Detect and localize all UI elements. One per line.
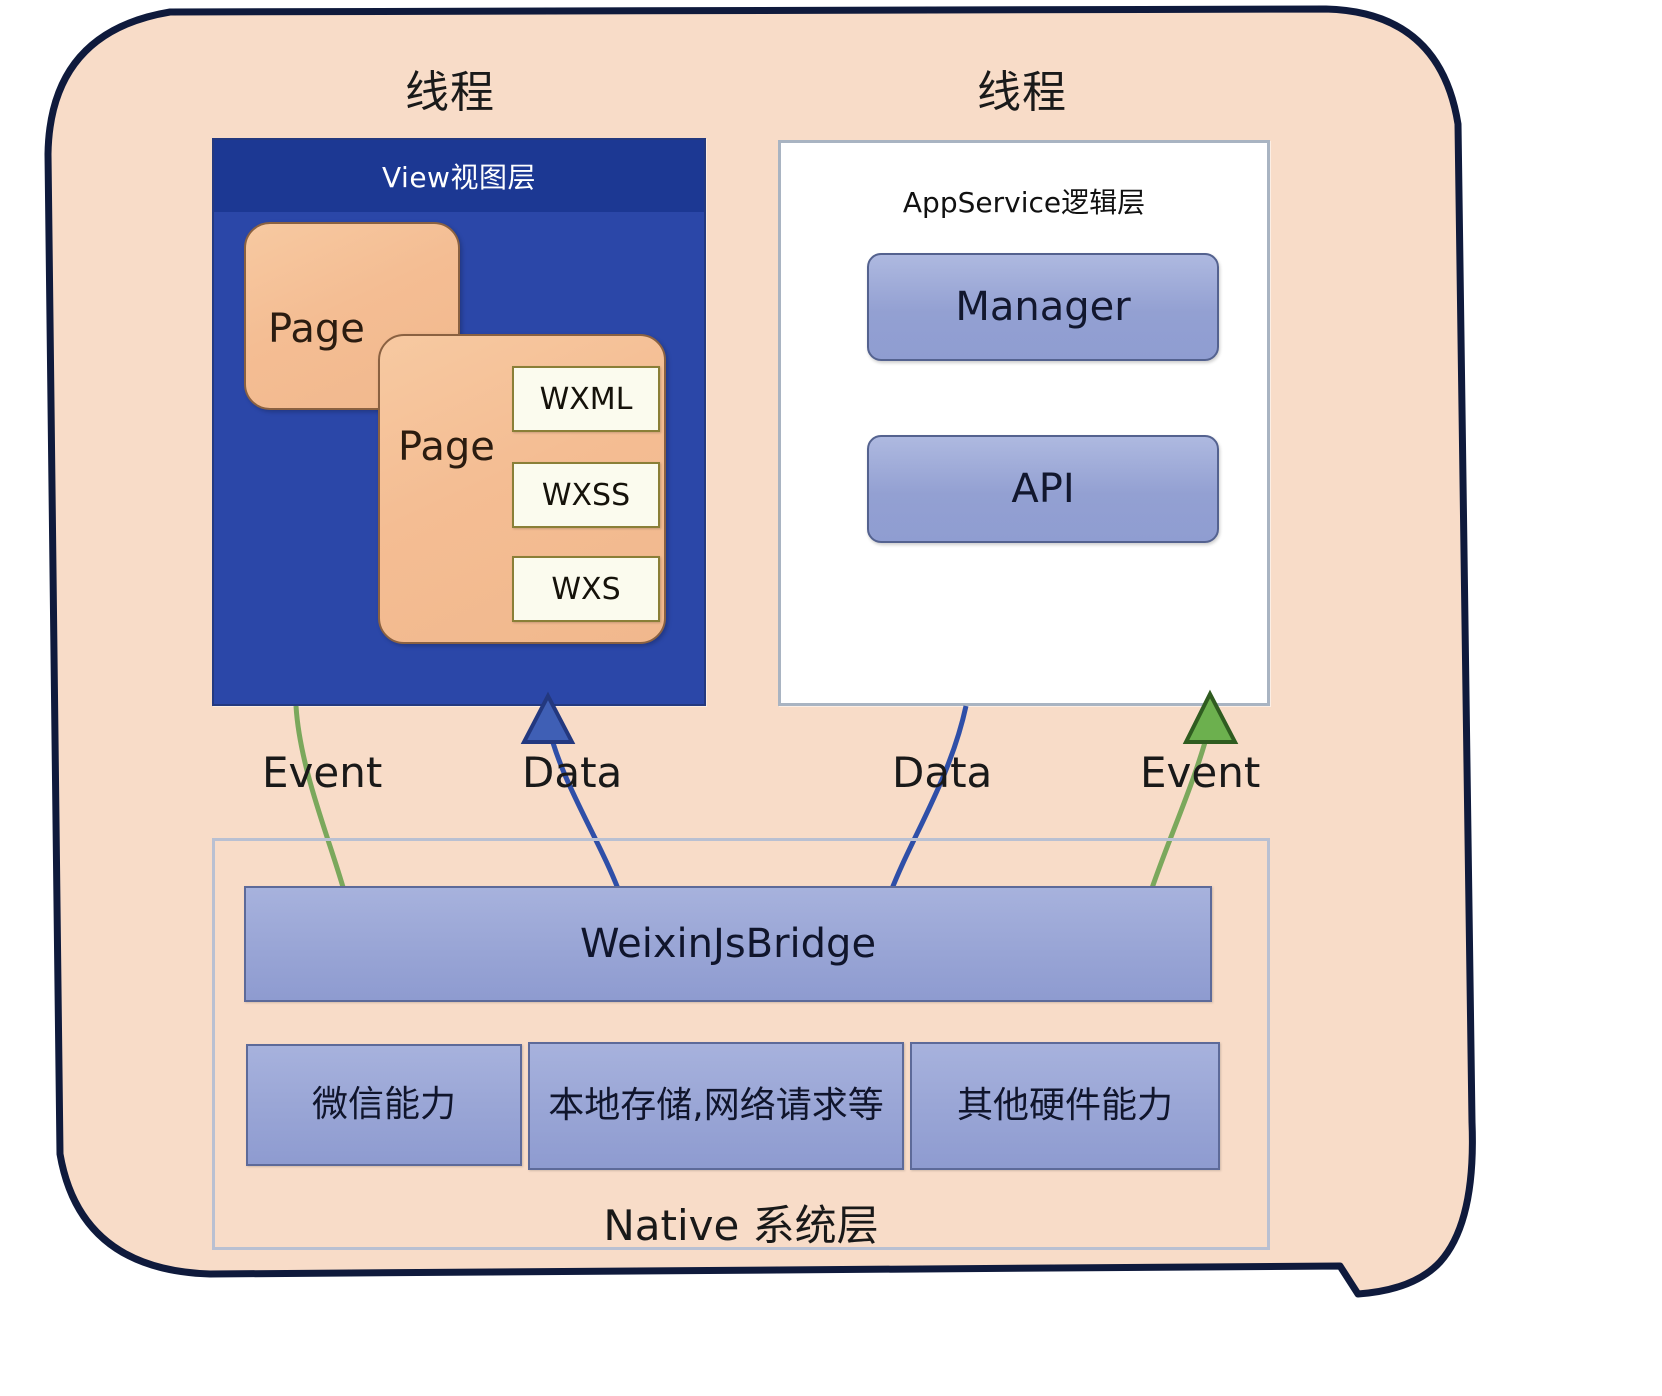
- native-layer-caption: Native 系统层: [603, 1201, 879, 1250]
- page-card-back-label: Page: [268, 306, 365, 352]
- thread-label-service: 线程: [977, 67, 1067, 118]
- capability-box-other-hardware[interactable]: 其他硬件能力: [910, 1042, 1220, 1170]
- appservice-layer-panel: AppService逻辑层 Manager API: [778, 140, 1270, 706]
- view-layer-title: View视图层: [382, 161, 536, 194]
- connector-label-data-right: Data: [892, 748, 993, 797]
- manager-box[interactable]: Manager: [867, 253, 1219, 361]
- native-layer-panel: [212, 838, 1270, 1250]
- page-card-back[interactable]: Page: [244, 222, 460, 410]
- weixinjsbridge-box[interactable]: WeixinJsBridge: [244, 886, 1212, 1002]
- appservice-layer-title: AppService逻辑层: [902, 186, 1146, 219]
- connector-label-data-left: Data: [522, 748, 623, 797]
- connector-label-event-right: Event: [1140, 748, 1261, 797]
- api-box[interactable]: API: [867, 435, 1219, 543]
- connector-label-event-left: Event: [262, 748, 383, 797]
- capability-box-wechat[interactable]: 微信能力: [246, 1044, 522, 1166]
- wxss-chip[interactable]: WXSS: [512, 462, 660, 528]
- wxml-chip[interactable]: WXML: [512, 366, 660, 432]
- thread-label-view: 线程: [405, 67, 495, 118]
- page-card-front-label: Page: [398, 424, 495, 470]
- capability-box-storage-network[interactable]: 本地存储,网络请求等: [528, 1042, 904, 1170]
- view-layer-title-strip: View视图层: [214, 140, 704, 212]
- wxs-chip[interactable]: WXS: [512, 556, 660, 622]
